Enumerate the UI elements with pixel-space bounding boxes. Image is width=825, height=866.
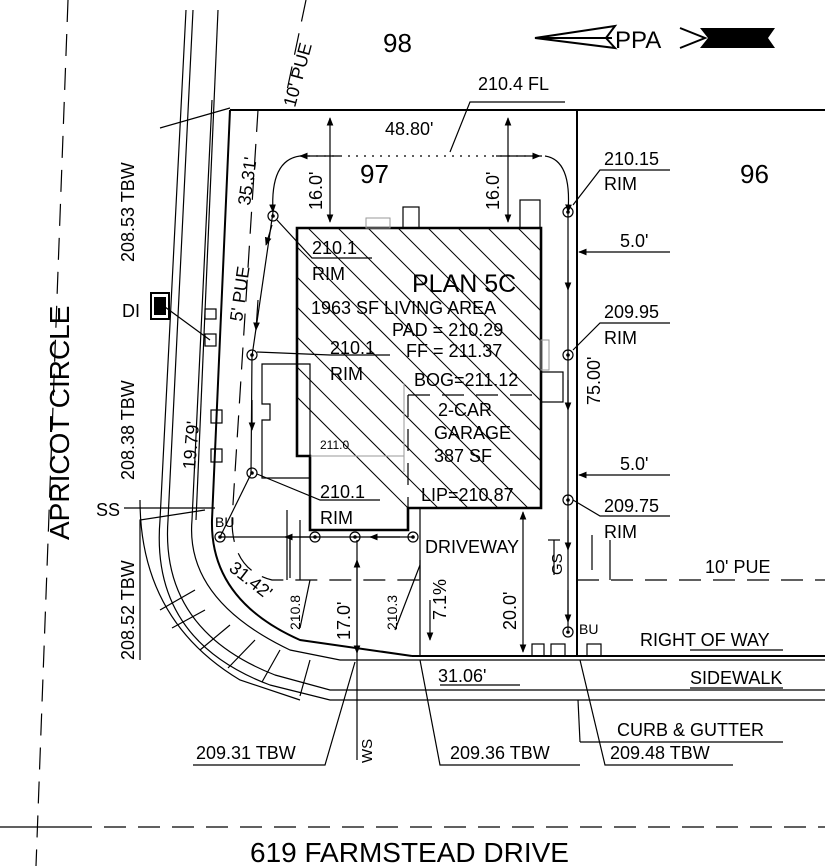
- north-arrow: PPA: [534, 24, 775, 54]
- driveway: [286, 508, 421, 656]
- pue-5: 5' PUE: [226, 265, 254, 323]
- ff-elev: FF = 211.37: [406, 341, 502, 361]
- bu-label-1: BU: [215, 514, 234, 530]
- row-label: RIGHT OF WAY: [640, 630, 770, 650]
- dim-setback-left: 16.0': [306, 172, 326, 210]
- tbw-1: 208.53 TBW: [118, 162, 138, 262]
- dim-depth: 75.00': [584, 357, 604, 405]
- tbw-6: 209.48 TBW: [610, 743, 710, 763]
- dim-corner-top: 35.31': [234, 156, 261, 207]
- rim-b-value: 210.1: [312, 238, 357, 258]
- rim-f-value: 209.75: [604, 496, 659, 516]
- dim-setback-right: 16.0': [483, 172, 503, 210]
- house-footprint: [261, 199, 564, 532]
- dim-slope: 7.1%: [430, 579, 450, 620]
- pue-10-right: 10' PUE: [705, 557, 770, 577]
- lot-lines: [210, 0, 825, 657]
- dim-side-lower: 5.0': [620, 454, 648, 474]
- utility-boxes: [150, 292, 602, 657]
- elev-2103: 210.3: [384, 595, 400, 630]
- dim-top-width: 48.80': [385, 119, 433, 139]
- dim-drive-17: 17.0': [334, 602, 354, 640]
- dim-drive-20: 20.0': [500, 592, 520, 630]
- dim-left-side: 19.79': [179, 420, 203, 470]
- pad-elev: PAD = 210.29: [392, 320, 503, 340]
- lot-96-label: 96: [740, 159, 769, 189]
- apricot-circle-boundary: [35, 0, 69, 866]
- rim-e-label: RIM: [320, 508, 353, 528]
- dim-side-upper: 5.0': [620, 231, 648, 251]
- tbw-5: 209.36 TBW: [450, 743, 550, 763]
- rim-a-label: RIM: [604, 174, 637, 194]
- rim-c-value: 210.1: [330, 338, 375, 358]
- living-area: 1963 SF LIVING AREA: [311, 298, 496, 318]
- elev-2108: 210.8: [287, 595, 303, 630]
- pue-10-top: 10' PUE: [280, 41, 316, 109]
- north-arrow-text: PPA: [615, 27, 661, 54]
- gs-label: GS: [549, 553, 566, 575]
- sidewalk-label: SIDEWALK: [690, 668, 782, 688]
- tbw-4: 209.31 TBW: [196, 743, 296, 763]
- curb-lines: [139, 9, 825, 701]
- di-label: DI: [122, 301, 140, 321]
- rim-c-label: RIM: [330, 364, 363, 384]
- side-street-name: APRICOT CIRCLE: [44, 306, 75, 540]
- lot-98-label: 98: [383, 28, 412, 58]
- small-elev: 211.0: [320, 438, 349, 452]
- ss-label: SS: [96, 500, 120, 520]
- lip-elev: LIP=210.87: [421, 485, 514, 505]
- garage-line-1: 2-CAR: [438, 400, 492, 420]
- lot-97-label: 97: [360, 159, 389, 189]
- bog-elev: BOG=211.12: [414, 370, 518, 390]
- dimension-lines: [299, 117, 670, 760]
- tbw-2: 208.38 TBW: [118, 380, 138, 480]
- text-labels: 98 97 96 48.80' 210.4 FL 16.0' 16.0' 210…: [44, 28, 782, 866]
- rim-b-label: RIM: [312, 264, 345, 284]
- curb-label: CURB & GUTTER: [617, 720, 764, 740]
- garage-line-2: GARAGE: [434, 423, 511, 443]
- rim-f-label: RIM: [604, 522, 637, 542]
- dim-frontage: 31.06': [438, 666, 486, 686]
- rim-markers: [214, 206, 574, 638]
- street-name: 619 FARMSTEAD DRIVE: [250, 837, 569, 866]
- bu-label-2: BU: [579, 621, 598, 637]
- tbw-3: 208.52 TBW: [118, 560, 138, 660]
- rim-a-value: 210.15: [604, 149, 659, 169]
- rim-d-label: RIM: [604, 328, 637, 348]
- rim-e-value: 210.1: [320, 482, 365, 502]
- elev-fl: 210.4 FL: [478, 74, 549, 94]
- rim-d-value: 209.95: [604, 302, 659, 322]
- dim-curve: 31.42': [226, 557, 277, 603]
- plan-name: PLAN 5C: [412, 270, 516, 298]
- driveway-label: DRIVEWAY: [425, 537, 519, 557]
- ws-label: WS: [359, 739, 376, 763]
- garage-line-3: 387 SF: [434, 446, 492, 466]
- leader-lines: [124, 101, 783, 766]
